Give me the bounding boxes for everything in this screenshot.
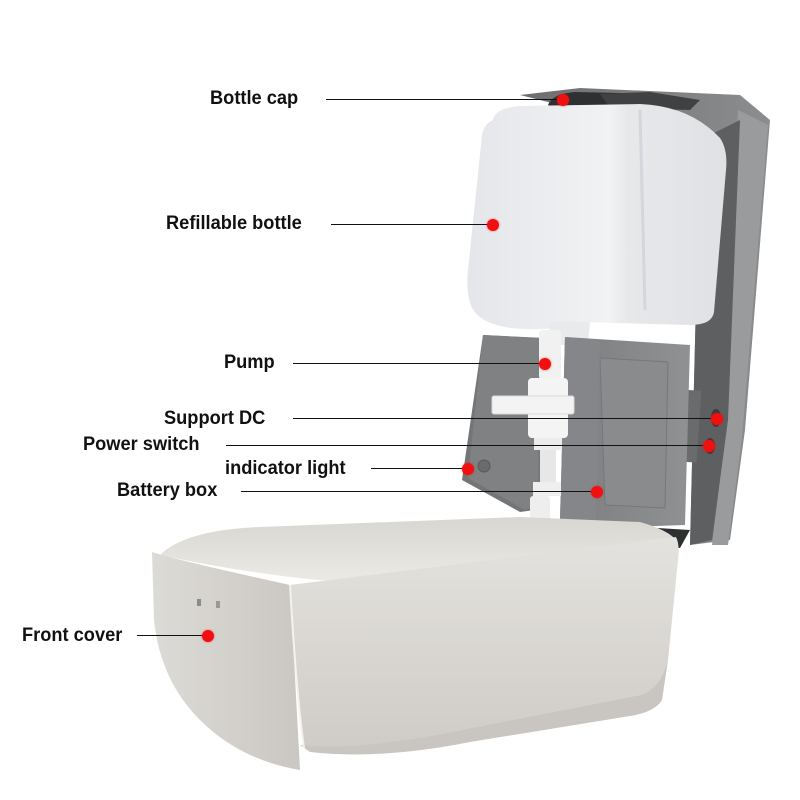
front-cover-shape [152, 517, 679, 770]
label-power-switch: Power switch [83, 434, 200, 455]
marker-dot-battery-box [591, 486, 603, 498]
leader-line-battery-box [241, 491, 597, 493]
leader-line-power-switch [226, 445, 709, 447]
battery-box-shape [560, 337, 690, 528]
leader-line-front-cover [137, 635, 208, 637]
marker-dot-bottle-cap [557, 94, 569, 106]
label-indicator-light: indicator light [225, 458, 346, 479]
marker-dot-pump [539, 358, 551, 370]
leader-line-bottle-cap [326, 99, 563, 101]
marker-dot-support-dc [711, 413, 723, 425]
marker-dot-power-switch [703, 440, 715, 452]
pump-shape [491, 330, 575, 522]
leader-line-support-dc [293, 418, 717, 420]
label-front-cover: Front cover [22, 625, 123, 646]
label-battery-box: Battery box [117, 480, 218, 501]
label-pump: Pump [224, 352, 275, 373]
marker-dot-front-cover [202, 630, 214, 642]
leader-line-indicator-light [371, 468, 468, 470]
bottle-shape [467, 104, 727, 345]
marker-dot-indicator-light [462, 463, 474, 475]
label-bottle-cap: Bottle cap [210, 88, 299, 109]
label-support-dc: Support DC [164, 408, 266, 429]
leader-line-refillable-bottle [331, 224, 493, 226]
leader-line-pump [293, 363, 545, 365]
left-panel-shape [462, 335, 545, 512]
label-refillable-bottle: Refillable bottle [166, 213, 302, 234]
marker-dot-refillable-bottle [487, 219, 499, 231]
